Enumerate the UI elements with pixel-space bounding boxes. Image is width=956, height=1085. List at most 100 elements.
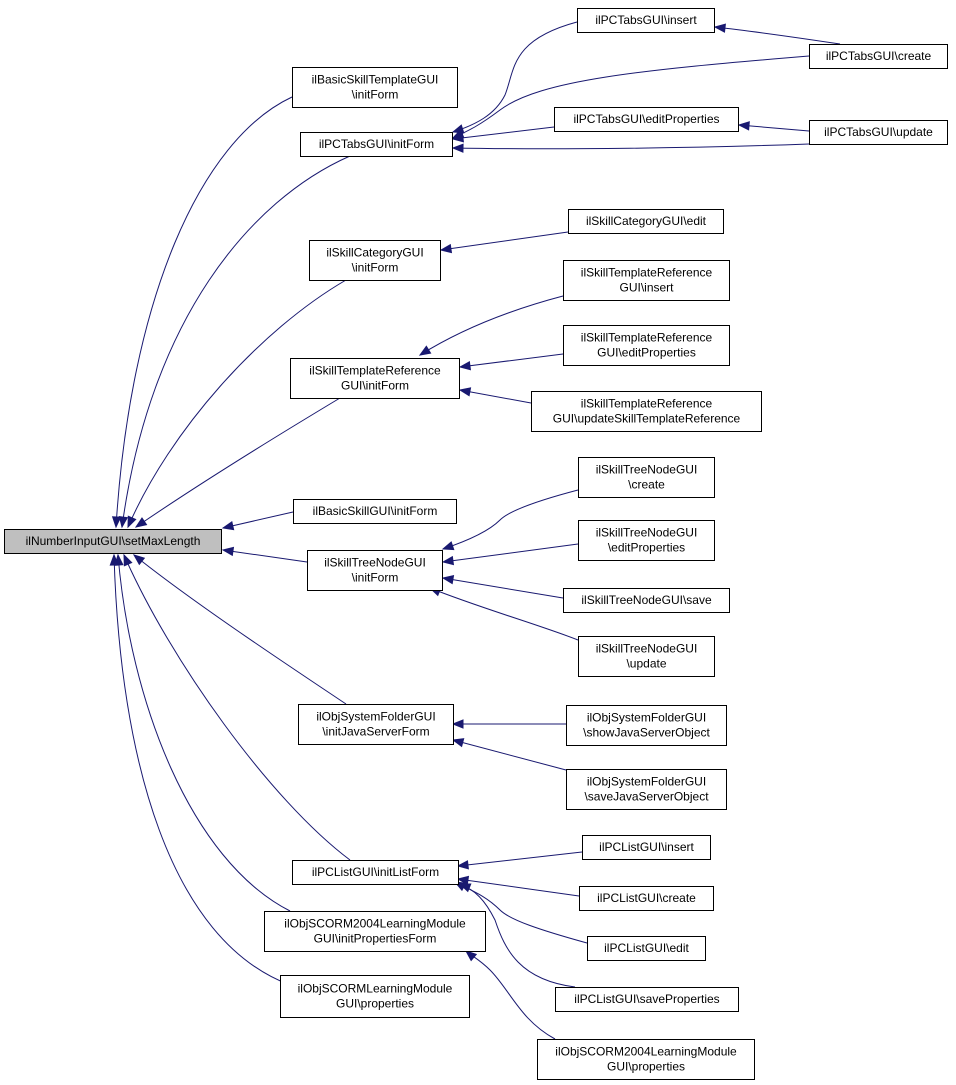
node-stn-create[interactable]: ilSkillTreeNodeGUI\create	[578, 457, 715, 498]
edge-stn_save-to-stn_init	[441, 575, 564, 599]
node-box	[582, 835, 711, 860]
node-box	[4, 529, 222, 554]
edge-pctabs_update-to-pctabs_editprops	[737, 121, 810, 132]
node-label-line: ilNumberInputGUI\setMaxLength	[26, 534, 201, 548]
edge-line	[127, 279, 347, 528]
node-pctabs-create[interactable]: ilPCTabsGUI\create	[809, 44, 948, 69]
edge-pclist_saveprops-to-pclist_init	[458, 883, 576, 988]
edge-arrowhead	[713, 23, 726, 33]
node-pclist-create[interactable]: ilPCListGUI\create	[579, 886, 714, 911]
node-label-line: GUI\insert	[619, 281, 674, 295]
node-label-line: \update	[626, 657, 666, 671]
edge-line	[442, 489, 579, 550]
node-pctabs-editprops[interactable]: ilPCTabsGUI\editProperties	[554, 107, 739, 132]
edge-line	[442, 577, 564, 599]
edge-pclist_insert-to-pclist_init	[456, 851, 583, 870]
edge-line	[123, 554, 351, 861]
node-pclist-saveprops[interactable]: ilPCListGUI\saveProperties	[555, 987, 739, 1012]
node-osf-save[interactable]: ilObjSystemFolderGUI\saveJavaServerObjec…	[566, 769, 727, 810]
node-label-line: ilPCListGUI\saveProperties	[574, 992, 719, 1006]
node-box	[280, 975, 470, 1018]
edge-line	[459, 353, 564, 368]
edge-stn_create-to-stn_init	[441, 489, 579, 551]
edge-arrowhead	[118, 515, 129, 529]
node-box	[307, 550, 443, 591]
node-box	[587, 936, 706, 961]
edge-line	[452, 126, 555, 140]
node-pctabs-init[interactable]: ilPCTabsGUI\initForm	[300, 132, 453, 157]
edge-pctabs_init-to-root	[118, 155, 351, 529]
node-box	[292, 67, 458, 108]
edge-arrowhead	[458, 387, 472, 397]
edge-arrowhead	[441, 575, 455, 585]
node-label-line: ilSkillCategoryGUI	[326, 246, 423, 260]
node-label-line: ilObjSystemFolderGUI	[587, 775, 706, 789]
node-skillcat-edit[interactable]: ilSkillCategoryGUI\edit	[568, 209, 724, 234]
node-label-line: ilObjSCORMLearningModule	[298, 982, 453, 996]
node-pclist-insert[interactable]: ilPCListGUI\insert	[582, 835, 711, 860]
edge-line	[714, 26, 841, 45]
edge-line	[135, 397, 341, 528]
edge-arrowhead	[458, 360, 472, 371]
node-pclist-edit[interactable]: ilPCListGUI\edit	[587, 936, 706, 961]
node-box	[292, 860, 459, 885]
node-box	[579, 886, 714, 911]
edge-arrowhead	[441, 541, 455, 551]
edge-skillcat_init-to-root	[127, 279, 347, 529]
node-label-line: ilObjSCORM2004LearningModule	[555, 1045, 737, 1059]
edge-line	[457, 878, 580, 897]
node-label-line: \create	[628, 478, 665, 492]
node-pctabs-insert[interactable]: ilPCTabsGUI\insert	[577, 8, 715, 33]
node-osf-init[interactable]: ilObjSystemFolderGUI\initJavaServerForm	[298, 704, 454, 745]
edge-pctabs_update-to-pctabs_init	[451, 143, 810, 153]
edge-line	[222, 511, 294, 529]
edge-scorm2004_init-to-root	[114, 553, 291, 912]
node-str-update[interactable]: ilSkillTemplateReferenceGUI\updateSkillT…	[531, 391, 762, 432]
edge-line	[117, 554, 291, 912]
edge-str_init-to-root	[134, 397, 341, 528]
edge-line	[121, 155, 351, 528]
edge-skillcat_edit-to-skillcat_init	[439, 231, 569, 254]
node-root[interactable]: ilNumberInputGUI\setMaxLength	[4, 529, 222, 554]
node-stn-save[interactable]: ilSkillTreeNodeGUI\save	[563, 588, 730, 613]
node-box	[537, 1039, 755, 1080]
node-label-line: ilPCListGUI\create	[597, 891, 696, 905]
edge-line	[429, 587, 579, 641]
edge-line	[452, 21, 578, 133]
node-pctabs-update[interactable]: ilPCTabsGUI\update	[809, 120, 948, 145]
edge-arrowhead	[458, 883, 472, 893]
edge-arrowhead	[441, 555, 455, 566]
node-label-line: ilPCTabsGUI\update	[824, 125, 933, 139]
node-label-line: ilSkillTreeNodeGUI\save	[581, 593, 712, 607]
node-scorm2004-props[interactable]: ilObjSCORM2004LearningModuleGUI\properti…	[537, 1039, 755, 1080]
node-stn-editprops[interactable]: ilSkillTreeNodeGUI\editProperties	[578, 520, 715, 561]
edge-line	[738, 124, 810, 132]
node-box	[555, 987, 739, 1012]
node-label-line: \initForm	[352, 571, 399, 585]
edge-arrowhead	[132, 554, 146, 566]
node-stn-init[interactable]: ilSkillTreeNodeGUI\initForm	[307, 550, 443, 591]
node-label-line: \initForm	[352, 261, 399, 275]
edge-line	[459, 883, 576, 988]
node-scorm2004-init[interactable]: ilObjSCORM2004LearningModuleGUI\initProp…	[264, 911, 486, 952]
edge-osf_init-to-root	[132, 554, 347, 705]
node-str-editprops[interactable]: ilSkillTemplateReferenceGUI\editProperti…	[563, 325, 730, 366]
node-label-line: ilSkillTreeNodeGUI	[596, 463, 698, 477]
node-basic-tpl[interactable]: ilBasicSkillTemplateGUI\initForm	[292, 67, 458, 108]
edge-arrowhead	[221, 546, 235, 557]
node-label-line: \initJavaServerForm	[322, 725, 429, 739]
node-stn-update[interactable]: ilSkillTreeNodeGUI\update	[578, 636, 715, 677]
node-box	[300, 132, 453, 157]
node-skillcat-init[interactable]: ilSkillCategoryGUI\initForm	[309, 240, 441, 281]
edge-arrowhead	[127, 515, 137, 529]
edge-stn_editprops-to-stn_init	[441, 543, 579, 566]
edge-line	[452, 739, 567, 771]
node-label-line: ilPCTabsGUI\editProperties	[573, 112, 719, 126]
node-basicskill-init[interactable]: ilBasicSkillGUI\initForm	[293, 499, 457, 524]
node-pclist-init[interactable]: ilPCListGUI\initListForm	[292, 860, 459, 885]
node-label-line: ilSkillTemplateReference	[581, 331, 713, 345]
node-osf-show[interactable]: ilObjSystemFolderGUI\showJavaServerObjec…	[566, 705, 727, 746]
